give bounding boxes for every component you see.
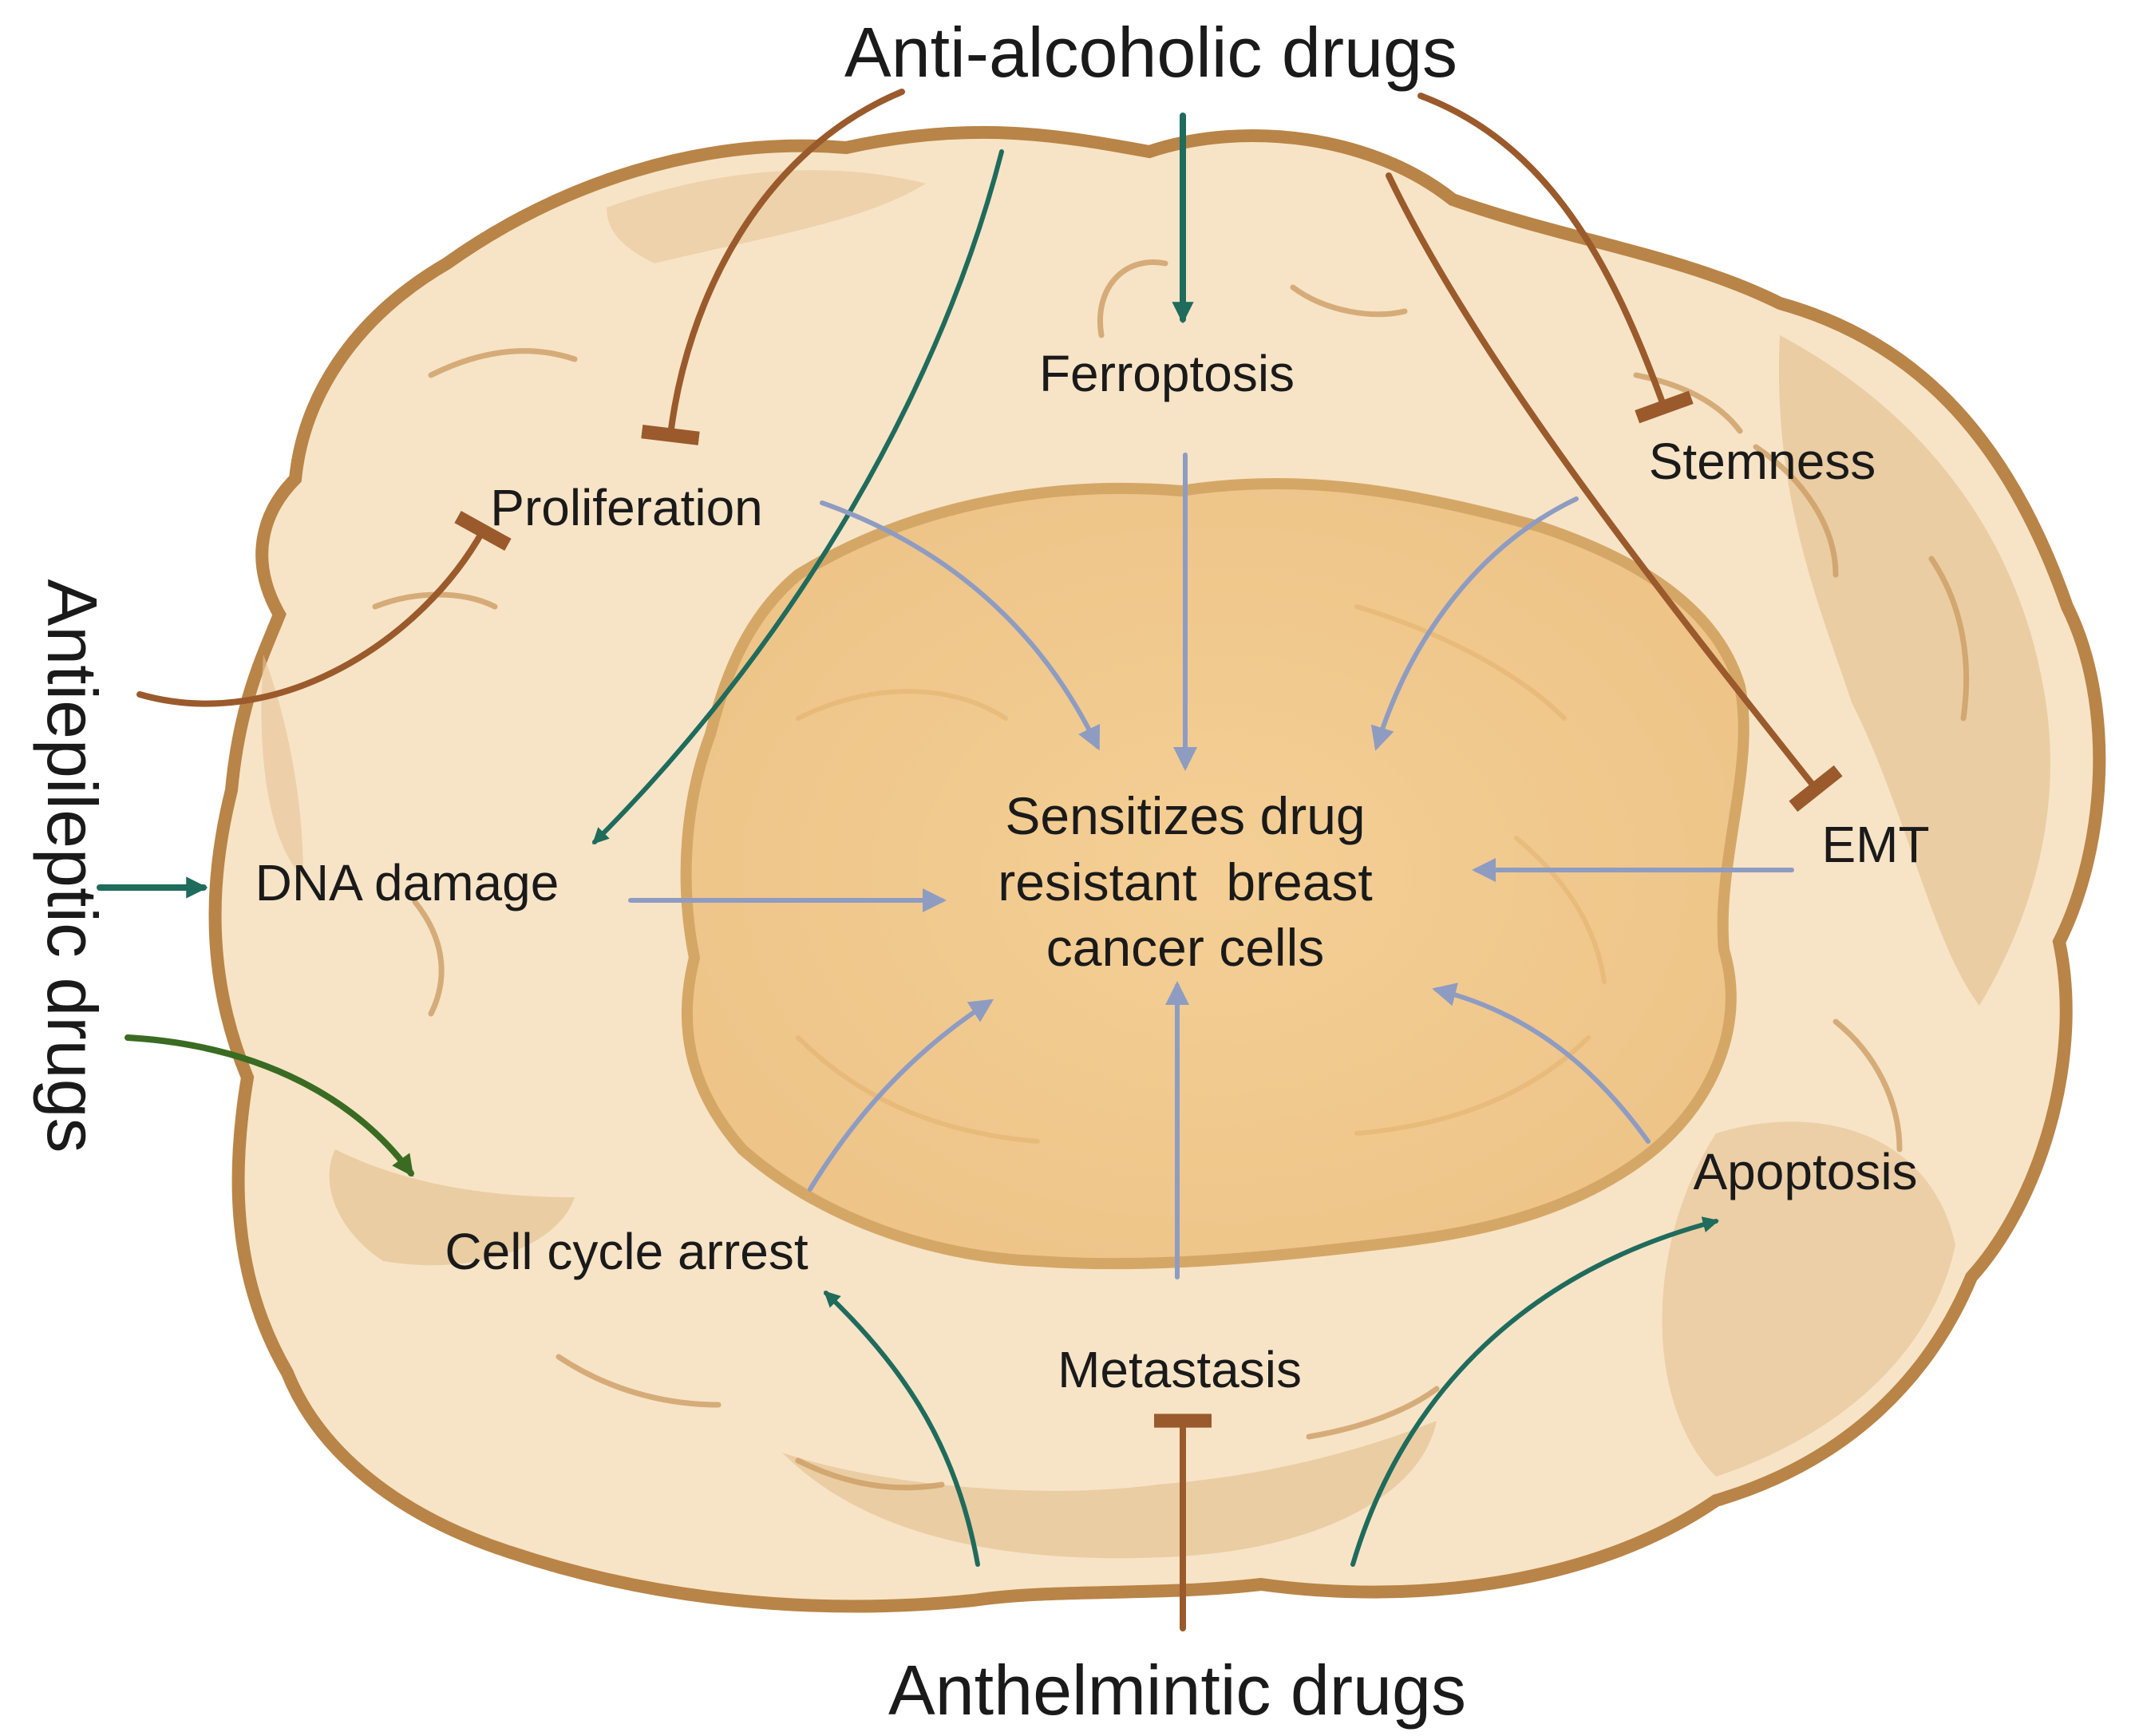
anthelmintic-drugs-label: Anthelmintic drugs [888,1651,1466,1730]
apoptosis-label: Apoptosis [1693,1143,1917,1200]
cell-crease [795,1457,945,1491]
cell-crease [1306,1386,1440,1440]
pathway-arrow-apoptosis [1432,983,1651,1144]
cell-crease [1928,556,1970,722]
cell-crease [1290,284,1408,318]
activation-arrow-dna-damage [592,149,1004,844]
cytoplasm-fold [1778,335,2050,1006]
dna-damage-label: DNA damage [255,854,559,911]
activation-arrow-cell-cycle [125,1034,414,1177]
inhibition-proliferation [641,89,905,445]
center-line-1: Sensitizes drug [1005,786,1365,845]
cell-crease [1097,259,1168,338]
cell-crease [412,899,445,1017]
central-outcome: Sensitizes drug resistant breast cancer … [998,786,1373,977]
inhibition-stemness [1417,93,1694,424]
cytoplasm-fold [1662,1121,1955,1477]
cell-crease [1833,1018,1903,1153]
stemness-label: Stemness [1649,433,1876,490]
proliferation-label: Proliferation [490,479,763,536]
center-line-2: resistant breast [998,852,1373,911]
cytoplasm-fold [329,1149,575,1266]
cytoplasm-fold [261,654,303,878]
nucleus [680,477,1749,1270]
nucleus-texture [1354,604,1567,721]
activation-arrow-anthelmintic-apoptosis [1350,1216,1719,1567]
pathway-arrow-proliferation [820,500,1101,751]
nucleus-texture [1514,836,1607,984]
emt-label: EMT [1821,816,1929,873]
inhibition-antiepileptic-proliferation [136,510,512,707]
ferroptosis-label: Ferroptosis [1039,345,1295,402]
metastasis-label: Metastasis [1058,1341,1302,1398]
activation-arrow-anthelmintic-cell-cycle [824,1291,980,1567]
nucleus-texture [796,1035,1040,1144]
nucleus-texture [1354,1035,1591,1136]
cell-crease [1633,372,1743,434]
nucleus-texture [796,689,1008,721]
inhibition-emt [1386,172,1843,813]
cell-crease [555,1354,722,1408]
pathway-arrow-stemness [1370,496,1579,751]
cell-cycle-arrest-label: Cell cycle arrest [445,1223,808,1280]
antiepileptic-drugs-label: Antiepileptic drugs [33,579,112,1153]
pathway-arrow-cell-cycle [808,998,994,1192]
center-line-3: cancer cells [1046,918,1324,977]
cell-crease [428,348,578,378]
anti-alcoholic-drugs-label: Anti-alcoholic drugs [844,13,1457,92]
cytoplasm-fold [607,170,926,263]
cell-crease [1753,444,1839,578]
cytoplasm-fold [782,1421,1437,1559]
